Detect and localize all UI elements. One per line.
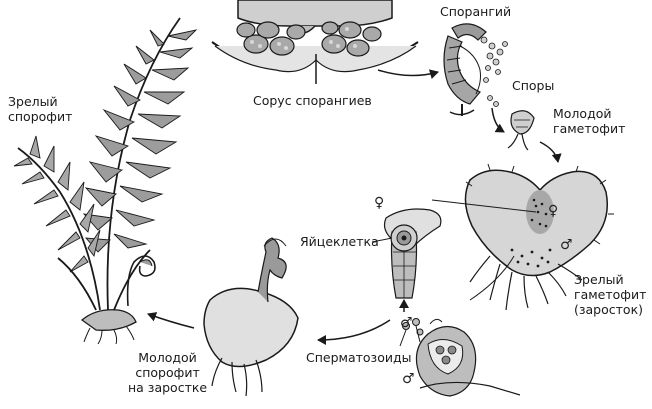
sorus-illustration [212, 0, 418, 84]
arrow-fertilization-to-young-sporophyte [318, 320, 390, 340]
label-sorus: Сорус спорангиев [253, 93, 372, 108]
label-young-sporophyte: Молодой спорофит на заростке [128, 350, 207, 395]
antheridium-illustration [416, 326, 520, 396]
female-symbol-gametophyte: ♀ [548, 204, 558, 218]
female-symbol-archegonium: ♀ [374, 196, 384, 210]
male-symbol-sperm: ♂ [400, 316, 413, 330]
label-sperm: Сперматозоиды [306, 350, 411, 365]
label-mature-gametophyte: Зрелый гаметофит (заросток) [574, 272, 646, 317]
label-egg-cell: Яйцеклетка [300, 234, 379, 249]
label-young-gametophyte: Молодой гаметофит [553, 106, 625, 136]
archegonium-illustration [372, 209, 441, 312]
label-spores: Споры [512, 78, 554, 93]
male-symbol-gametophyte: ♂ [560, 238, 573, 252]
mature-sporophyte-illustration [14, 18, 196, 344]
arrow-young-to-mature-gametophyte [540, 142, 558, 162]
spores-illustration [481, 37, 508, 107]
arrow-spores-to-young-gametophyte [492, 108, 504, 132]
male-symbol-antheridium: ♂ [402, 372, 415, 386]
arrow-to-mature-sporophyte [148, 314, 194, 328]
young-sporophyte-illustration [204, 238, 298, 396]
sporangium-illustration [444, 24, 486, 116]
young-gametophyte-illustration [508, 111, 534, 150]
arrow-sorus-to-sporangium [378, 70, 438, 76]
label-sporangium: Спорангий [440, 4, 511, 19]
label-mature-sporophyte: Зрелый спорофит [8, 94, 72, 124]
